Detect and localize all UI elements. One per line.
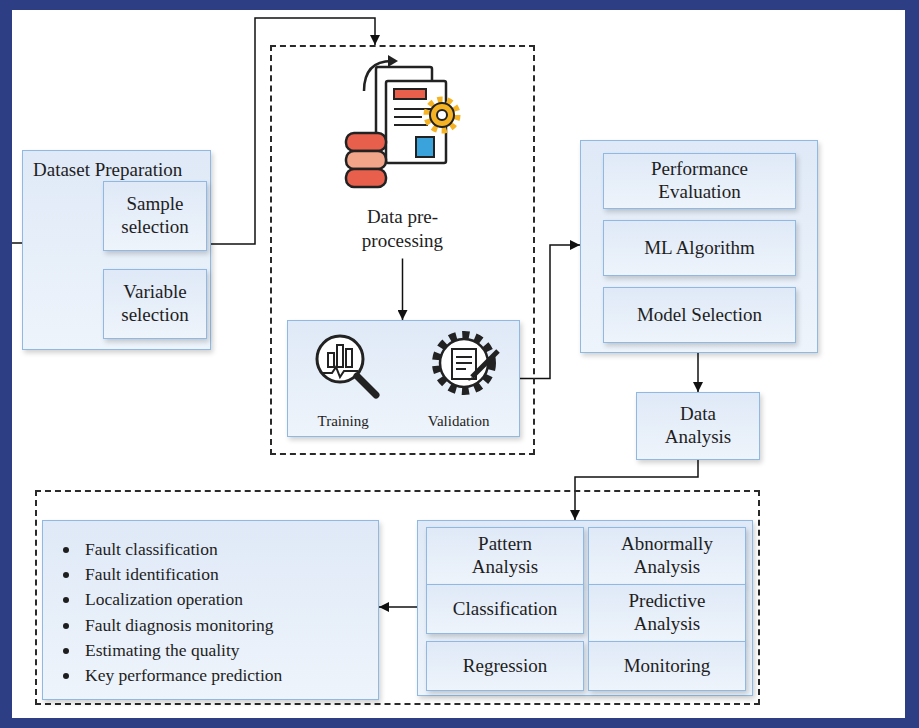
document-database-icon — [342, 51, 462, 201]
process-box: ML Algorithm — [603, 220, 796, 276]
group-title: Dataset Preparation — [23, 151, 210, 181]
process-box: Regression — [426, 641, 584, 691]
process-box: Sample selection — [103, 181, 207, 251]
box-label: Data Analysis — [653, 403, 743, 449]
box-label: Pattern Analysis — [450, 533, 560, 579]
gear-document-icon — [428, 327, 504, 399]
flow-arrow — [379, 606, 417, 608]
process-box: Monitoring — [588, 641, 746, 691]
dashed-group: Data pre-processing Training Validation — [270, 45, 535, 455]
box-label: Validation — [428, 413, 490, 430]
bullet-item: Fault classification — [57, 537, 364, 562]
group-box: Dataset PreparationSample selectionVaria… — [22, 150, 211, 350]
process-box: Predictive Analysis — [588, 584, 746, 642]
box-label: Classification — [453, 598, 557, 621]
flow-arrow — [211, 18, 375, 244]
box-label: Sample selection — [110, 193, 200, 239]
bullet-item: Estimating the quality — [57, 638, 364, 663]
box-label: Model Selection — [637, 304, 762, 327]
process-box: Abnormally Analysis — [588, 527, 746, 585]
process-box: Classification — [426, 584, 584, 634]
box-label: ML Algorithm — [644, 237, 755, 260]
group-box: Pattern Analysis Abnormally AnalysisClass… — [417, 520, 753, 696]
box-label: Variable selection — [110, 281, 200, 327]
input-stub — [12, 242, 22, 244]
group-box: Performance Evaluation ML AlgorithmModel … — [580, 140, 818, 353]
box-label: Monitoring — [624, 655, 711, 678]
dashed-group: Fault classificationFault identification… — [35, 490, 760, 705]
bullet-item: Fault diagnosis monitoring — [57, 613, 364, 638]
box-label: Data pre-processing — [348, 205, 458, 253]
process-box: Training Validation — [287, 320, 520, 437]
box-label: Training — [318, 413, 369, 430]
box-label: Predictive Analysis — [612, 590, 722, 636]
bullet-item: Localization operation — [57, 587, 364, 612]
box-label: Abnormally Analysis — [612, 533, 722, 579]
box-label: Regression — [463, 655, 547, 678]
process-box: Variable selection — [103, 269, 207, 339]
flow-arrow — [520, 245, 580, 379]
process-box: Pattern Analysis — [426, 527, 584, 585]
flow-arrow — [697, 353, 699, 392]
bullet-list-box: Fault classificationFault identification… — [42, 520, 379, 700]
bullet-item: Fault identification — [57, 562, 364, 587]
flow-arrow — [402, 259, 404, 321]
bullet-item: Key performance prediction — [57, 663, 364, 688]
box-label: Performance Evaluation — [625, 158, 775, 204]
magnifier-chart-icon — [310, 329, 382, 401]
process-box: Performance Evaluation — [603, 153, 796, 209]
process-box: Model Selection — [603, 287, 796, 343]
process-box: Data Analysis — [636, 392, 760, 460]
